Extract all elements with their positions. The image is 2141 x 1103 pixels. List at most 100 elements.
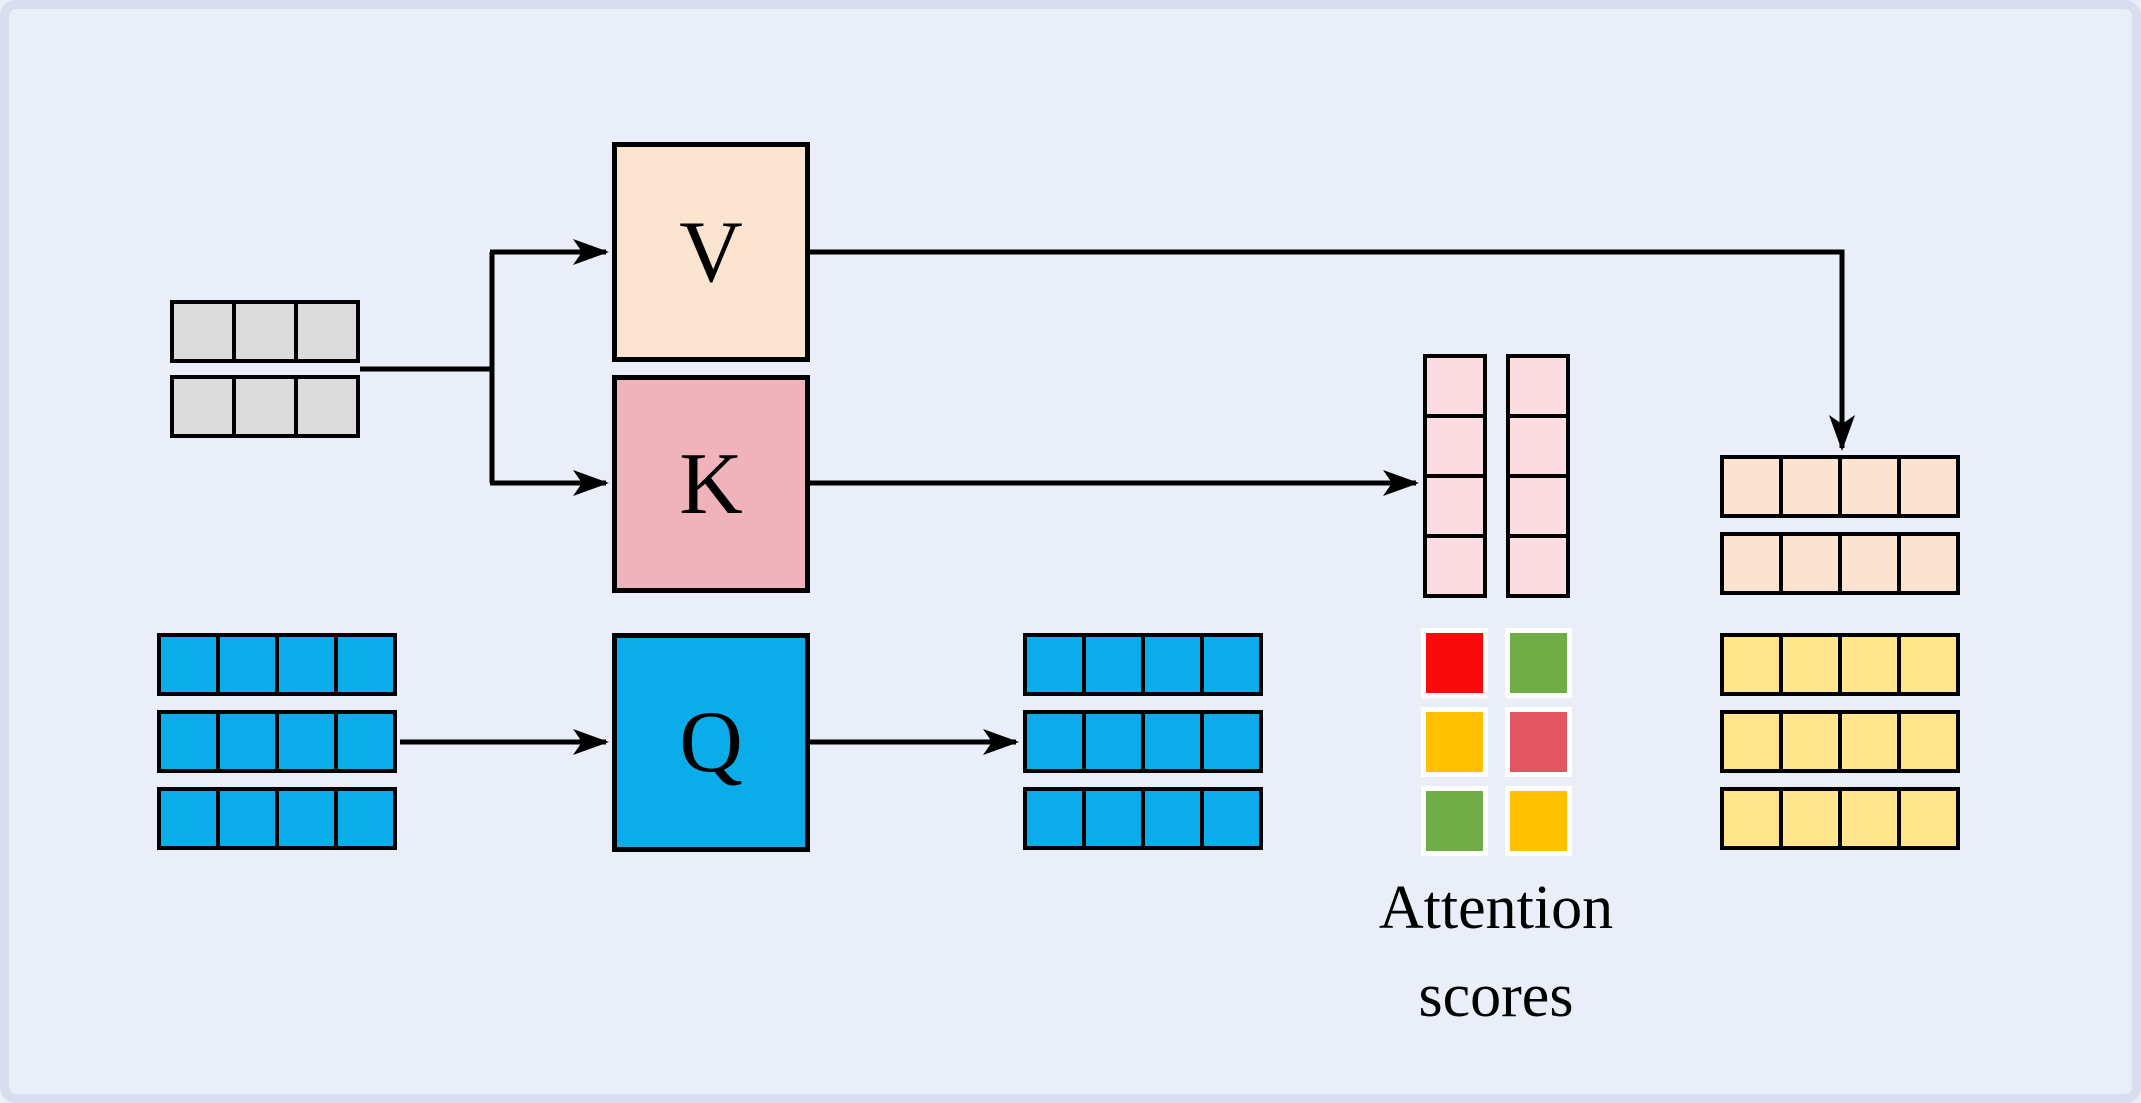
attention-scores-grid [1421, 628, 1572, 856]
grid-cell [1897, 455, 1960, 518]
key-column-left [1423, 354, 1487, 598]
key-box: K [612, 375, 810, 593]
grid-cell [1779, 633, 1842, 696]
query-input-grid [157, 633, 397, 850]
grid-cell [334, 633, 397, 696]
grid-cell [294, 375, 360, 438]
score-swatch [1426, 633, 1483, 693]
grid-row [157, 710, 397, 773]
grid-cell [334, 710, 397, 773]
grid-row [1720, 787, 1960, 850]
output-context-grid [1720, 633, 1960, 850]
query-box-label: Q [679, 694, 743, 791]
grid-cell [1720, 787, 1783, 850]
grid-row [1720, 710, 1960, 773]
arrow-value-to-output [810, 249, 1855, 451]
grid-cell [1897, 787, 1960, 850]
grid-cell [170, 375, 236, 438]
grid-cell [1897, 532, 1960, 595]
grid-cell [1897, 710, 1960, 773]
grid-cell [1720, 532, 1783, 595]
grid-cell [232, 300, 298, 363]
grid-cell [1838, 710, 1901, 773]
grid-cell [1506, 354, 1570, 418]
score-cell [1505, 786, 1572, 856]
grid-cell [1423, 354, 1487, 418]
grid-cell [216, 787, 279, 850]
score-cell [1421, 707, 1488, 777]
grid-cell [1720, 455, 1783, 518]
grid-cell [1720, 633, 1783, 696]
grid-cell [157, 787, 220, 850]
grid-cell [1141, 633, 1204, 696]
grid-cell [294, 300, 360, 363]
score-cell [1505, 628, 1572, 698]
grid-row [1720, 455, 1960, 518]
grid-row [1720, 633, 1960, 696]
output-values-grid [1720, 455, 1960, 595]
grid-cell [1023, 710, 1086, 773]
grid-row [1023, 633, 1263, 696]
score-swatch [1426, 712, 1483, 772]
grid-cell [216, 710, 279, 773]
grid-cell [275, 633, 338, 696]
grid-cell [1838, 455, 1901, 518]
grid-cell [1779, 710, 1842, 773]
grid-cell [1779, 532, 1842, 595]
grid-row [170, 300, 360, 363]
grid-cell [1838, 787, 1901, 850]
grid-row [1023, 787, 1263, 850]
score-swatch [1510, 633, 1567, 693]
score-cell [1505, 707, 1572, 777]
grid-cell [1506, 474, 1570, 538]
value-box-label: V [679, 203, 743, 301]
score-swatch [1426, 791, 1483, 851]
score-swatch [1510, 791, 1567, 851]
score-cell [1421, 628, 1488, 698]
grid-row [170, 375, 360, 438]
grid-cell [1779, 455, 1842, 518]
grid-row [157, 787, 397, 850]
grid-cell [1423, 474, 1487, 538]
grid-cell [232, 375, 298, 438]
query-box: Q [612, 633, 810, 852]
grid-cell [1141, 787, 1204, 850]
grid-cell [1506, 534, 1570, 598]
grid-cell [1082, 787, 1145, 850]
attention-scores-label: Attention scores [1378, 874, 1614, 1031]
grid-cell [170, 300, 236, 363]
value-box: V [612, 142, 810, 362]
grid-cell [275, 787, 338, 850]
key-box-label: K [679, 435, 743, 533]
score-swatch [1510, 712, 1567, 772]
grid-cell [334, 787, 397, 850]
grid-cell [1200, 710, 1263, 773]
score-cell [1421, 786, 1488, 856]
grid-cell [1423, 534, 1487, 598]
grid-cell [1720, 710, 1783, 773]
grid-cell [1023, 787, 1086, 850]
grid-cell [1423, 414, 1487, 478]
grid-cell [157, 710, 220, 773]
grid-cell [1200, 633, 1263, 696]
input-embeddings-grid [170, 300, 360, 438]
grid-row [1023, 710, 1263, 773]
key-column-right [1506, 354, 1570, 598]
grid-row [157, 633, 397, 696]
grid-cell [1023, 633, 1086, 696]
grid-cell [1200, 787, 1263, 850]
grid-cell [216, 633, 279, 696]
grid-cell [275, 710, 338, 773]
grid-cell [1779, 787, 1842, 850]
grid-cell [1838, 633, 1901, 696]
grid-cell [1082, 710, 1145, 773]
grid-cell [1082, 633, 1145, 696]
grid-cell [1897, 633, 1960, 696]
grid-cell [1141, 710, 1204, 773]
grid-row [1720, 532, 1960, 595]
grid-cell [1506, 414, 1570, 478]
grid-cell [157, 633, 220, 696]
grid-cell [1838, 532, 1901, 595]
